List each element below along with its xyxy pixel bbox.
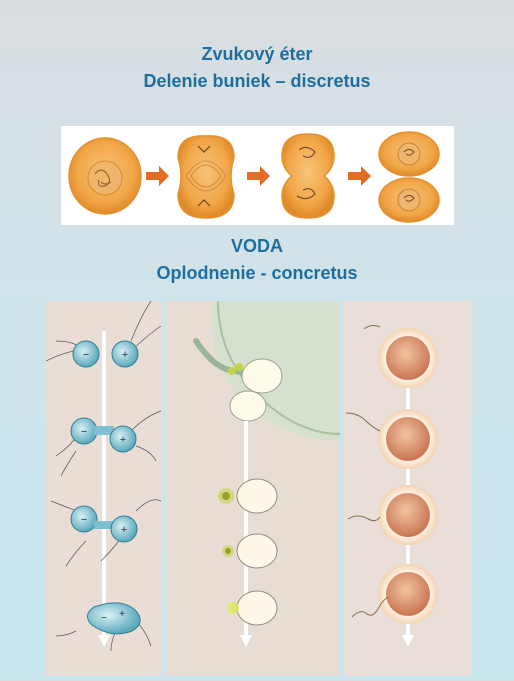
svg-text:−: − [81,426,87,438]
svg-text:−: − [83,349,89,361]
interphase-cell [68,137,142,215]
top-title-line2: Delenie buniek – discretus [143,71,371,91]
egg-3 [347,485,438,545]
daughter-cells [378,131,440,223]
arrow-icon [247,166,270,186]
cell-division-figure [68,131,440,223]
cyan-pair-3: − + [50,499,162,567]
pollen-cell-2 [222,533,278,569]
mid-title-line2: Oplodnenie - concretus [156,263,358,283]
cyan-pair-4: − + [55,602,152,652]
svg-text:+: + [119,609,125,620]
pollen-cell-1 [218,478,278,514]
sperm-egg-panel [345,324,438,647]
svg-text:−: − [101,613,107,624]
egg-4 [351,564,438,624]
svg-text:+: + [122,349,128,361]
fertilization-figure: − + − + − + − [45,300,472,676]
svg-text:−: − [81,514,87,526]
pollen-fertilization-panel [193,300,341,647]
pollen-cell-3 [227,590,278,626]
cyan-fusion-panel: − + − + − + − [45,300,162,652]
arrow-icon [146,166,169,186]
arrow-icon [348,166,371,186]
cyan-pair-2: − + [55,410,162,477]
top-title: Zvukový éter Delenie buniek – discretus [0,41,514,95]
svg-text:+: + [120,434,126,446]
anaphase-cell [177,135,235,219]
egg-1 [363,324,438,388]
top-title-line1: Zvukový éter [201,44,313,64]
mid-title-line1: VODA [230,236,283,256]
cyan-pair-1: − + [45,300,162,368]
egg-2 [345,409,438,469]
fertilization-panels: − + − + − + − [45,300,472,676]
cell-division-strip [61,126,454,225]
svg-text:+: + [121,524,127,536]
telophase-cell [281,133,335,219]
mid-title: VODA Oplodnenie - concretus [0,233,514,287]
